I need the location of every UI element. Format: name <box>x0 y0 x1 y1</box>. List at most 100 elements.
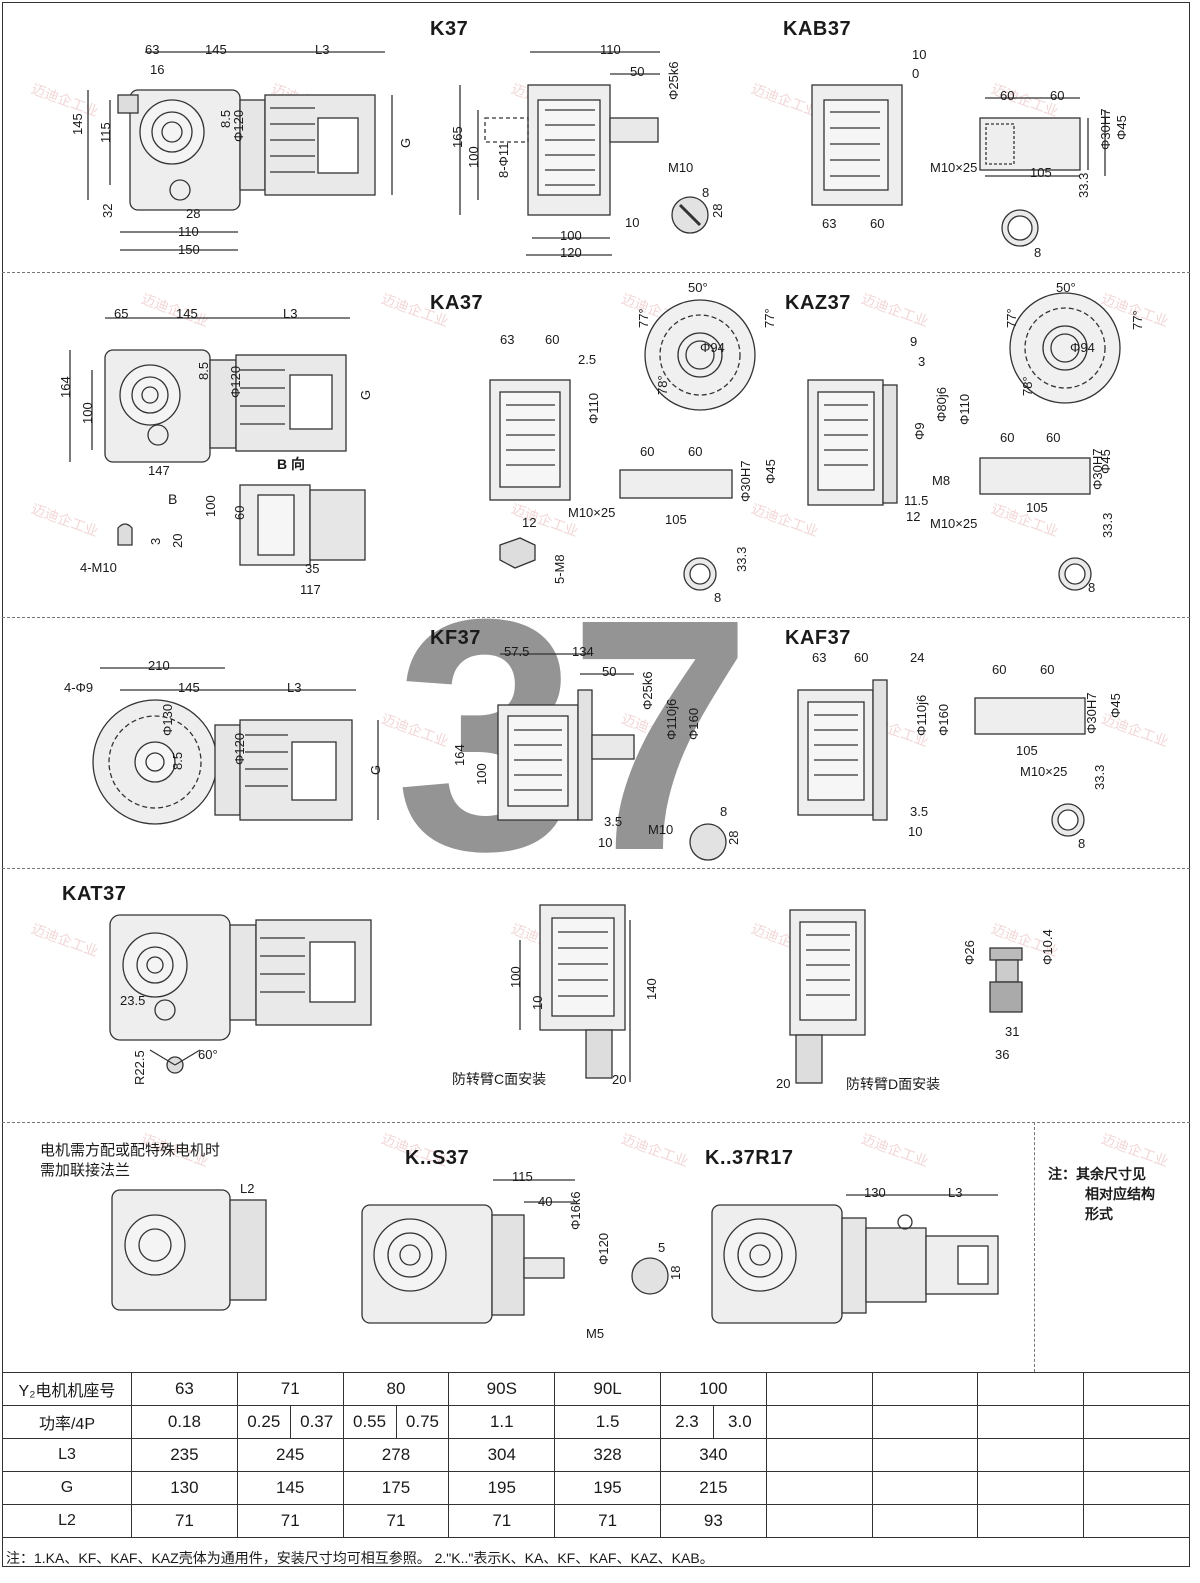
table-subcell: 0.75 <box>405 1412 439 1431</box>
k37-motor-drawing <box>87 51 393 251</box>
dimension-label: 63 <box>812 650 827 665</box>
table-cell <box>871 1372 979 1406</box>
dimension-label: 120 <box>560 245 582 260</box>
b-arrow-label: B <box>168 491 178 507</box>
table-cell: 130 <box>131 1471 238 1505</box>
dimension-label: M8 <box>932 473 951 488</box>
dimension-label: Φ120 <box>232 732 247 765</box>
motor-note-line1: 电机需方配或配特殊电机时 <box>40 1142 221 1159</box>
ka37-title: KA37 <box>430 292 484 314</box>
dimension-label: 12 <box>906 509 921 524</box>
dimension-label: 10 <box>530 995 545 1010</box>
table-cell <box>1083 1372 1190 1406</box>
k37-front-drawing <box>459 51 709 256</box>
table-cell: 71 <box>236 1504 344 1538</box>
row-header: 功率/4P <box>2 1405 132 1439</box>
table-cell <box>977 1504 1085 1538</box>
dimension-label: 40 <box>538 1194 553 1209</box>
table-cell <box>871 1405 979 1439</box>
dimension-label: Φ160 <box>686 707 701 740</box>
dimension-label: Φ30H7 <box>1090 448 1105 490</box>
table-cell: 93 <box>659 1504 767 1538</box>
dimension-label: Φ110j6 <box>664 698 679 740</box>
table-cell: 1.5 <box>554 1405 661 1439</box>
dimension-label: 105 <box>1030 165 1052 180</box>
k37r17-drawing <box>711 1194 999 1324</box>
dimension-label: 60 <box>1000 430 1015 445</box>
dimension-label: M10×25 <box>1020 764 1068 779</box>
dimension-label: 145 <box>205 42 227 57</box>
table-cell: 100 <box>659 1372 767 1406</box>
dimension-label: 8 <box>1088 580 1096 595</box>
dimension-label: 57.5 <box>504 644 530 659</box>
dimension-label: G <box>368 764 383 775</box>
dimension-label: 63 <box>145 42 160 57</box>
dimension-label: M10 <box>668 160 694 175</box>
dimension-label: M10×25 <box>930 516 978 531</box>
ka37-front-drawing <box>489 299 756 591</box>
table-cell: 145 <box>236 1471 344 1505</box>
dimension-label: 117 <box>300 582 321 597</box>
dimension-label: L3 <box>283 306 298 321</box>
dimension-label: Φ25k6 <box>640 671 655 710</box>
dimension-label: 10 <box>912 47 927 62</box>
section-divider <box>2 617 1190 618</box>
dimension-label: L3 <box>948 1185 963 1200</box>
dimension-label: 210 <box>148 658 170 673</box>
dimension-label: Φ120 <box>231 109 246 142</box>
table-cell <box>1083 1405 1190 1439</box>
dimension-label: Φ110 <box>586 392 601 424</box>
dimension-label: Φ30H7 <box>1084 692 1099 734</box>
dimension-label: Φ120 <box>228 365 243 398</box>
kat37-d-mount-drawing <box>789 909 1023 1084</box>
dimension-label: 33.3 <box>1076 172 1091 198</box>
table-cell: 71 <box>554 1504 661 1538</box>
kaz37-drawing <box>807 292 1121 591</box>
dimension-label: 100 <box>560 228 582 243</box>
dimension-label: 20 <box>612 1072 627 1087</box>
table-cell: 175 <box>342 1471 450 1505</box>
table-cell: 1.1 <box>448 1405 556 1439</box>
dimension-label: 77° <box>1004 308 1019 328</box>
dimension-label: L3 <box>287 680 302 695</box>
dimension-label: Φ26 <box>962 940 977 965</box>
table-cell: 63 <box>131 1372 238 1406</box>
table-cell <box>977 1438 1085 1472</box>
kf37-drawing <box>92 667 379 825</box>
dimension-label: 23.5 <box>120 993 146 1008</box>
dimension-label: 8 <box>720 804 728 819</box>
dimension-label: 8 <box>1034 245 1042 260</box>
dimension-label: Φ16k6 <box>568 1191 583 1230</box>
dimension-label: 134 <box>572 644 594 659</box>
dimension-label: Φ25k6 <box>666 61 681 100</box>
row-header: L3 <box>2 1438 132 1472</box>
dimension-label: 145 <box>178 680 200 695</box>
kat37-drawing <box>109 914 372 1074</box>
table-cell: 215 <box>659 1471 767 1505</box>
table-cell <box>977 1405 1085 1439</box>
dimension-label: Φ120 <box>596 1232 611 1265</box>
dimension-label: 100 <box>508 966 523 988</box>
dimension-label: 35 <box>305 561 320 576</box>
dimension-label: M10 <box>648 822 674 837</box>
dimension-label: 3 <box>918 354 926 369</box>
table-cell: 71 <box>131 1504 238 1538</box>
dimension-label: Φ9 <box>912 422 927 440</box>
dimension-label: 8.5 <box>196 361 211 380</box>
dimension-label: 60° <box>198 1047 218 1062</box>
table-cell: 195 <box>554 1471 661 1505</box>
side-note-line1: 注：其余尺寸见 <box>1048 1166 1146 1182</box>
dimension-label: 3.5 <box>910 804 929 819</box>
dimension-label: 33.3 <box>1100 512 1115 538</box>
dimension-label: 78° <box>655 375 670 395</box>
table-cell <box>871 1438 979 1472</box>
dimension-label: Φ94 <box>700 340 725 355</box>
footnote: 注：1.KA、KF、KAF、KAZ壳体为通用件，安装尺寸均可相互参照。 2."K… <box>6 1550 714 1566</box>
kf37-front-drawing <box>497 653 727 861</box>
dimension-label: Φ45 <box>1114 115 1129 140</box>
dimension-label: 100 <box>203 495 218 517</box>
dimension-label: 164 <box>58 376 73 398</box>
